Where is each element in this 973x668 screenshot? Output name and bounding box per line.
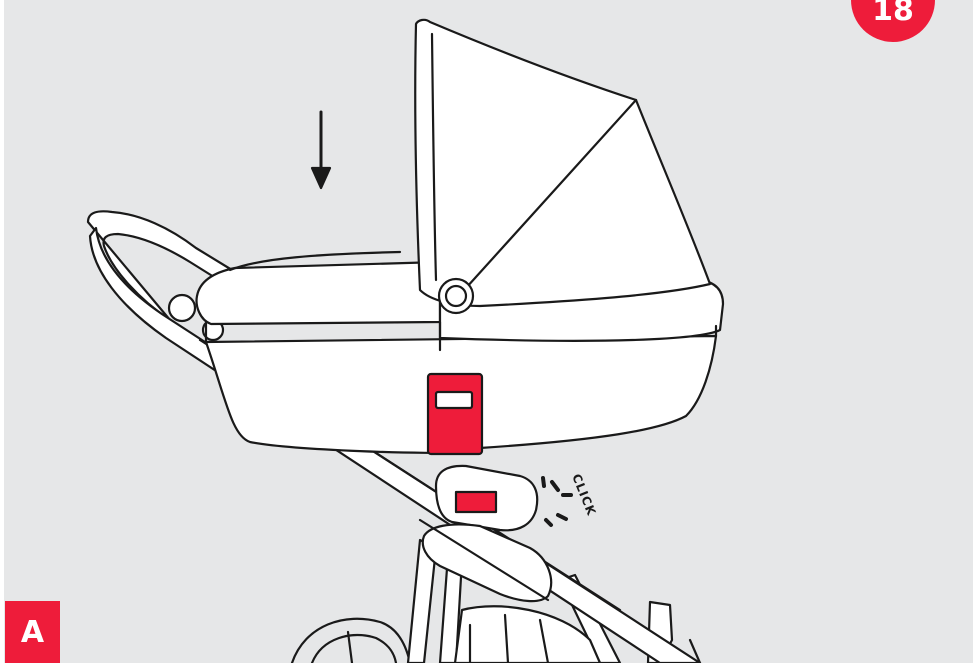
- carrycot-lock-tab: [428, 374, 482, 454]
- step-number: 18: [872, 0, 914, 28]
- variant-label-badge: A: [5, 601, 60, 663]
- variant-label: A: [21, 615, 44, 650]
